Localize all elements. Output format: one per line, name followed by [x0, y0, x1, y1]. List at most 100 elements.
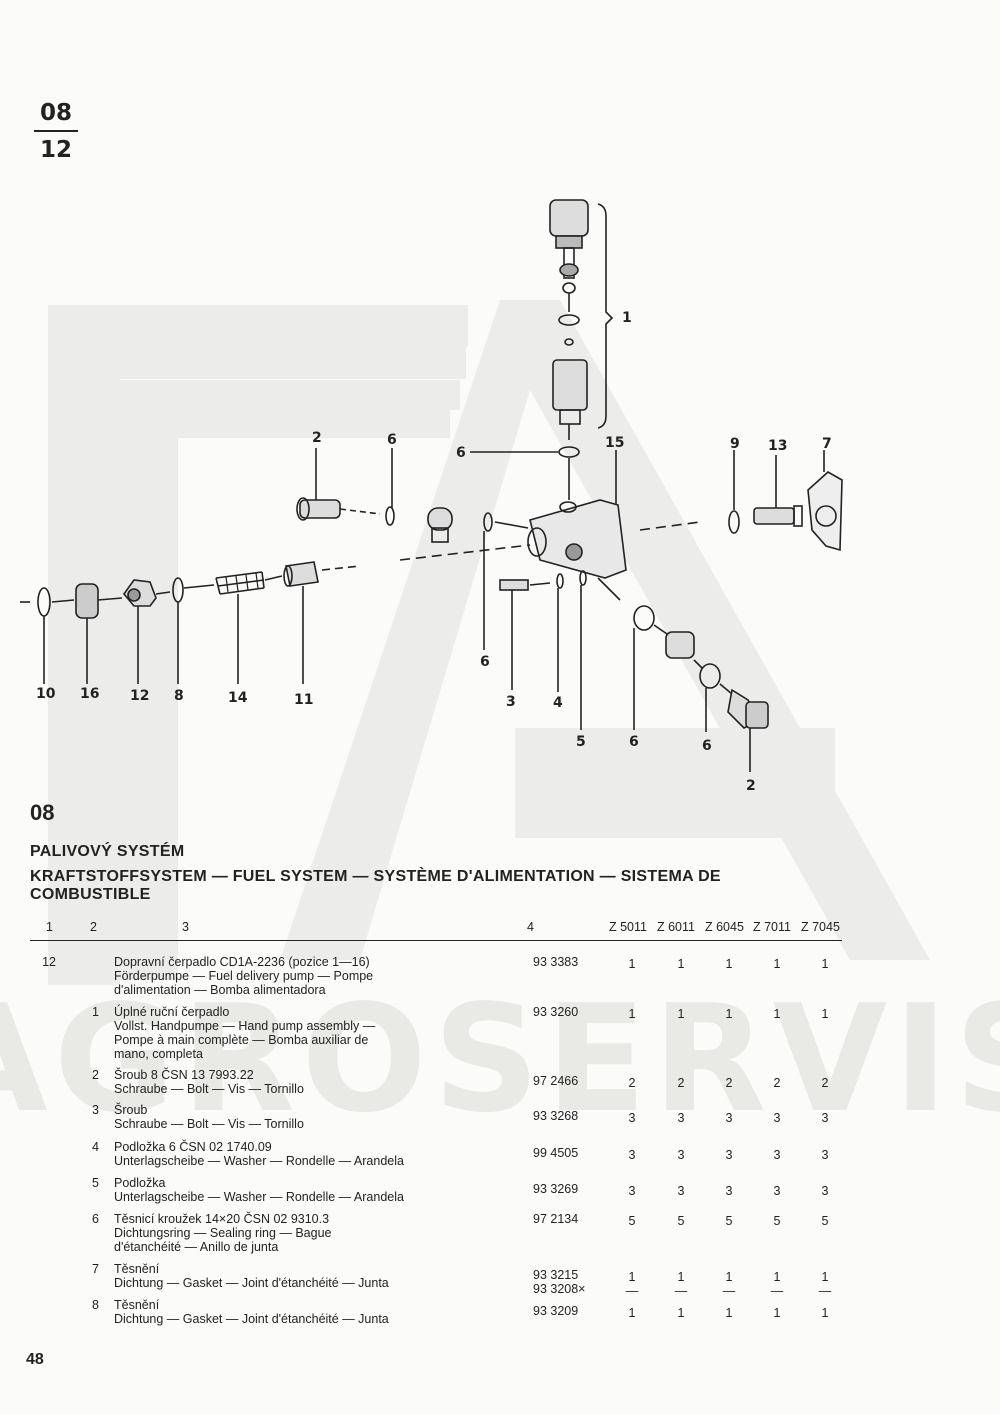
callout-16: 16	[80, 686, 99, 702]
quantity-cell: 2	[628, 1076, 636, 1090]
quantity-cell: 1	[821, 1007, 829, 1021]
callout-15: 15	[605, 435, 624, 451]
quantity-cell: —	[674, 1284, 688, 1298]
quantity-cell: 1	[821, 1306, 829, 1320]
section-number-box: 08 12	[34, 100, 78, 163]
part-number: 93 3208×	[533, 1282, 586, 1296]
callout-7: 7	[822, 436, 832, 452]
callout-6: 6	[387, 432, 397, 448]
quantity-cell: —	[818, 1284, 832, 1298]
quantity-cell: 5	[725, 1214, 733, 1228]
quantity-cell: 1	[677, 957, 685, 971]
table-header-rule	[30, 940, 842, 941]
description-line: Dichtung — Gasket — Joint d'étanchéité —…	[114, 1312, 389, 1326]
part-number: 93 3269	[533, 1182, 579, 1196]
description-line: Úplné ruční čerpadlo	[114, 1005, 230, 1019]
description-line: Těsnicí kroužek 14×20 ČSN 02 9310.3	[114, 1212, 330, 1226]
quantity-cell: 5	[677, 1214, 685, 1228]
quantity-cell: 1	[725, 1270, 733, 1284]
column-header-4: 4	[527, 920, 534, 934]
model-header: Z 6045	[705, 920, 744, 934]
quantity-cell: —	[625, 1284, 639, 1298]
exploded-parts-diagram: 1 2 6 6 15 9 13 7 10 16 12 8 14 11 6 3 4…	[20, 199, 843, 794]
quantity-cell: 3	[628, 1184, 636, 1198]
quantity-cell: 3	[628, 1148, 636, 1162]
quantity-cell: 3	[725, 1184, 733, 1198]
description-line: Unterlagscheibe — Washer — Rondelle — Ar…	[114, 1154, 404, 1168]
callout-13: 13	[768, 438, 787, 454]
quantity-cell: 3	[677, 1184, 685, 1198]
description-line: Förderpumpe — Fuel delivery pump — Pompe	[114, 969, 374, 983]
quantity-cell: 5	[821, 1214, 829, 1228]
quantity-cell: 3	[725, 1111, 733, 1125]
quantity-cell: 1	[628, 1270, 636, 1284]
quantity-cell: 3	[773, 1111, 781, 1125]
part-number: 93 3209	[533, 1304, 579, 1318]
callout-6: 6	[629, 734, 639, 750]
callout-6: 6	[702, 738, 712, 754]
column-header-3: 3	[182, 920, 189, 934]
quantity-cell: 2	[821, 1076, 829, 1090]
watermark-text: AGROSERVIS	[0, 973, 1000, 1145]
part-number: 93 3260	[533, 1005, 579, 1019]
callout-2: 2	[312, 430, 322, 446]
description-line: Dopravní čerpadlo CD1A-2236 (pozice 1—16…	[114, 955, 370, 969]
quantity-cell: 5	[628, 1214, 636, 1228]
row-subposition: 1	[92, 1005, 99, 1019]
description-line: Těsnění	[114, 1262, 160, 1276]
quantity-cell: 3	[677, 1148, 685, 1162]
description-line: mano, completa	[114, 1047, 203, 1061]
row-subposition: 4	[92, 1140, 99, 1154]
quantity-cell: —	[770, 1284, 784, 1298]
quantity-cell: —	[722, 1284, 736, 1298]
callout-11: 11	[294, 692, 313, 708]
quantity-cell: 1	[773, 1306, 781, 1320]
quantity-cell: 1	[677, 1270, 685, 1284]
column-header-1: 1	[46, 920, 53, 934]
quantity-cell: 2	[677, 1076, 685, 1090]
description-line: Schraube — Bolt — Vis — Tornillo	[114, 1082, 304, 1096]
quantity-cell: 3	[725, 1148, 733, 1162]
callout-12: 12	[130, 688, 149, 704]
quantity-cell: 1	[628, 957, 636, 971]
quantity-cell: 1	[628, 1306, 636, 1320]
quantity-cell: 1	[773, 957, 781, 971]
row-subposition: 5	[92, 1176, 99, 1190]
description-line: Těsnění	[114, 1298, 160, 1312]
quantity-cell: 1	[725, 1306, 733, 1320]
quantity-cell: 1	[773, 1270, 781, 1284]
callout-9: 9	[730, 436, 740, 452]
section-title-multilingual: KRAFTSTOFFSYSTEM — FUEL SYSTEM — SYSTÈME…	[30, 868, 721, 903]
quantity-cell: 1	[725, 1007, 733, 1021]
callout-3: 3	[506, 694, 516, 710]
section-number-top: 08	[39, 100, 72, 126]
section-code: 08	[30, 800, 55, 825]
description-line: Podložka 6 ČSN 02 1740.09	[114, 1140, 272, 1154]
part-number: 97 2134	[533, 1212, 579, 1226]
description-line: Dichtungsring — Sealing ring — Bague	[114, 1226, 332, 1240]
description-line: Pompe à main complète — Bomba auxiliar d…	[114, 1033, 369, 1047]
quantity-cell: 3	[821, 1184, 829, 1198]
quantity-cell: 1	[677, 1306, 685, 1320]
page-number: 48	[26, 1351, 44, 1368]
row-subposition: 3	[92, 1103, 99, 1117]
section-title-czech: PALIVOVÝ SYSTÉM	[30, 843, 185, 860]
quantity-cell: 5	[773, 1214, 781, 1228]
quantity-cell: 1	[677, 1007, 685, 1021]
row-description: Dopravní čerpadlo CD1A-2236 (pozice 1—16…	[114, 955, 444, 997]
callout-14: 14	[228, 690, 248, 706]
row-subposition: 7	[92, 1262, 99, 1276]
part-number: 93 3215	[533, 1268, 579, 1282]
callout-5: 5	[576, 734, 586, 750]
part-number: 93 3383	[533, 955, 579, 969]
quantity-cell: 3	[821, 1148, 829, 1162]
part-number: 93 3268	[533, 1109, 579, 1123]
description-line: Unterlagscheibe — Washer — Rondelle — Ar…	[114, 1190, 404, 1204]
description-line: d'alimentation — Bomba alimentadora	[114, 983, 326, 997]
